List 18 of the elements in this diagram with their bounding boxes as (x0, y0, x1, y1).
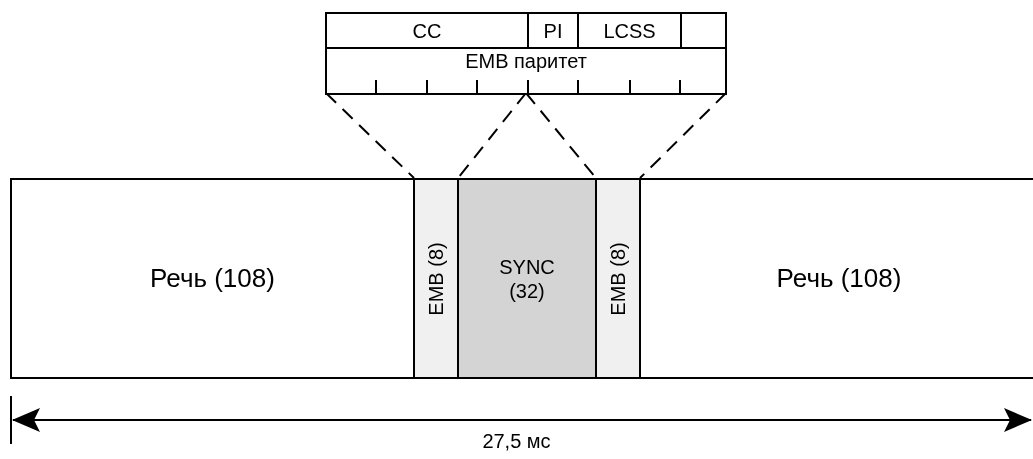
field-label: CC (412, 18, 442, 43)
dimension-label: 27,5 мс (482, 430, 551, 452)
field-label: PI (543, 18, 563, 43)
field-cell (325, 12, 529, 49)
segment-label: Речь (108) (150, 262, 275, 295)
frame-segment (10, 178, 415, 379)
frame-segment (639, 178, 1033, 379)
field-label: LCSS (603, 18, 656, 43)
field-cell (680, 12, 727, 49)
frame-segment (457, 178, 597, 379)
segment-label: SYNC (32) (498, 254, 556, 303)
frame-segment (413, 178, 459, 379)
frame-segment (595, 178, 641, 379)
field-label: EMB паритет (465, 49, 587, 73)
field-cell (325, 47, 727, 95)
segment-label: EMB (8) (424, 241, 448, 316)
segment-label: Речь (108) (776, 262, 902, 295)
segment-label: EMB (8) (606, 241, 630, 316)
